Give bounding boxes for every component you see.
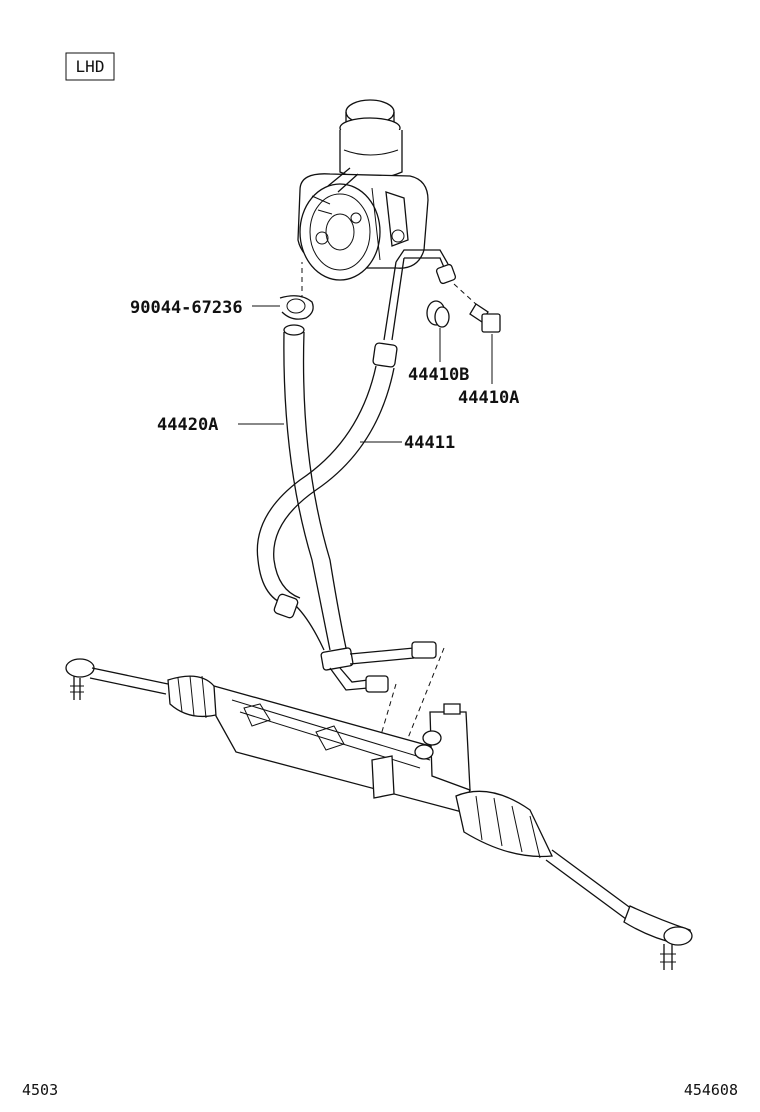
- gasket-44410b: [426, 300, 450, 362]
- clamp-90044: [252, 295, 314, 320]
- footer-right-code: 454608: [684, 1081, 738, 1099]
- label-union-bolt: 44410A: [458, 388, 519, 408]
- label-gasket: 44410B: [408, 365, 469, 385]
- pressure-pipe: [383, 249, 457, 341]
- union-bolt-44410a: [469, 303, 501, 384]
- pump-illustration: [297, 99, 429, 281]
- pressure-hose-44411: [256, 342, 402, 651]
- steering-rack: [65, 658, 693, 970]
- lhd-badge-text: LHD: [76, 57, 105, 76]
- lhd-badge: LHD: [65, 52, 115, 81]
- return-hose-44420a: [238, 324, 347, 651]
- label-return-hose: 44420A: [157, 415, 218, 435]
- footer-left-code: 4503: [22, 1081, 58, 1099]
- label-clamp: 90044-67236: [130, 298, 243, 318]
- rack-lines: [320, 641, 445, 753]
- label-pressure-hose: 44411: [404, 433, 455, 453]
